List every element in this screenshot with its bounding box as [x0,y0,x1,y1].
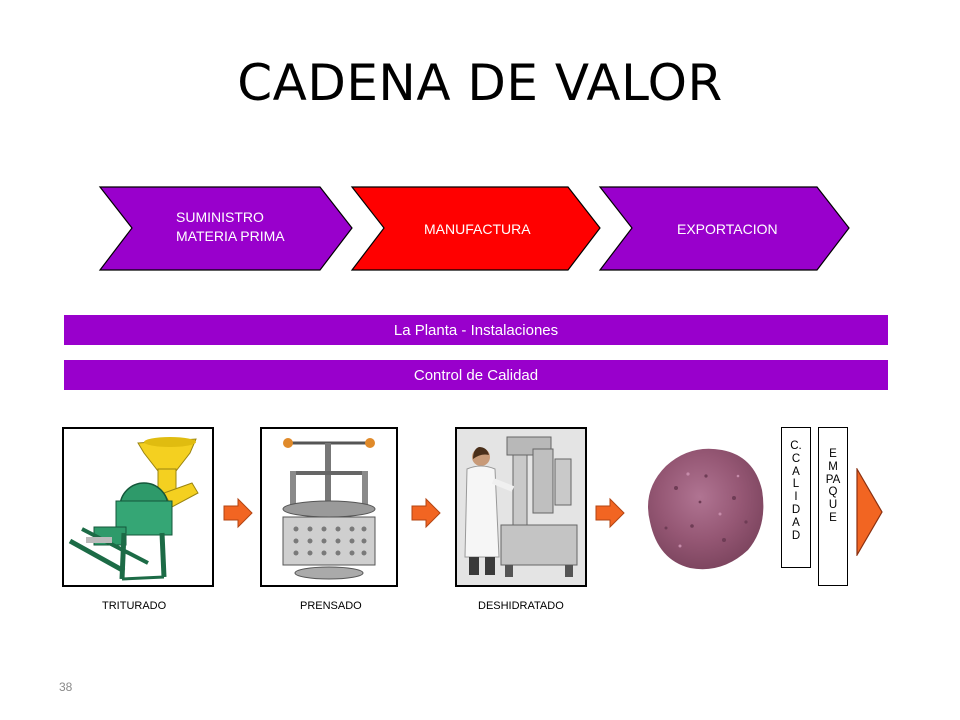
page-number: 38 [59,680,73,694]
calidad-letter: D [791,529,801,542]
calidad-letter: A [792,465,800,478]
dehydrator-machine-icon [457,429,585,585]
orange-arrow-icon [595,497,625,529]
plant-band: La Planta - Instalaciones [64,315,888,345]
grinder-image [62,427,214,587]
calidad-letter: C [791,452,801,465]
grinder-machine-icon [68,437,199,581]
calidad-letter: I [794,491,798,504]
chevron-exportacion[interactable]: EXPORTACION [598,186,850,271]
empaque-letter: U [828,499,838,512]
step-label-triturado: TRITURADO [102,600,167,612]
calidad-letter: A [792,516,800,529]
chevron-suministro[interactable]: SUMINISTRO MATERIA PRIMA [98,186,353,271]
chevron-suministro-line1: SUMINISTRO [176,209,264,225]
orange-arrow-icon [411,497,441,529]
empaque-letter: Q [828,486,838,499]
dehydrator-image [455,427,587,587]
calidad-letter: D [791,503,801,516]
calidad-letter: L [792,478,800,491]
step-label-prensado: PRENSADO [300,600,362,612]
chevron-manufactura-label: MANUFACTURA [424,221,531,237]
powder-pile-icon [648,448,764,570]
chevron-suministro-line2: MATERIA PRIMA [176,228,285,244]
orange-arrow-icon [856,468,883,556]
page-title: CADENA DE VALOR [237,54,723,112]
empaque-letter: M [828,460,838,473]
step-label-deshidratado: DESHIDRATADO [478,600,564,612]
empaque-letter: E [829,448,837,460]
orange-arrow-icon [223,497,253,529]
calidad-letter: C. [790,440,802,452]
chevron-manufactura[interactable]: MANUFACTURA [350,186,601,271]
chevron-exportacion-label: EXPORTACION [677,221,778,237]
press-image [260,427,398,587]
press-machine-icon [282,438,376,580]
empaque-letter: PA [825,473,841,486]
quality-band: Control de Calidad [64,360,888,390]
value-chain: SUMINISTRO MATERIA PRIMA MANUFACTURA EXP… [98,186,850,271]
empaque-letter: E [829,511,837,524]
